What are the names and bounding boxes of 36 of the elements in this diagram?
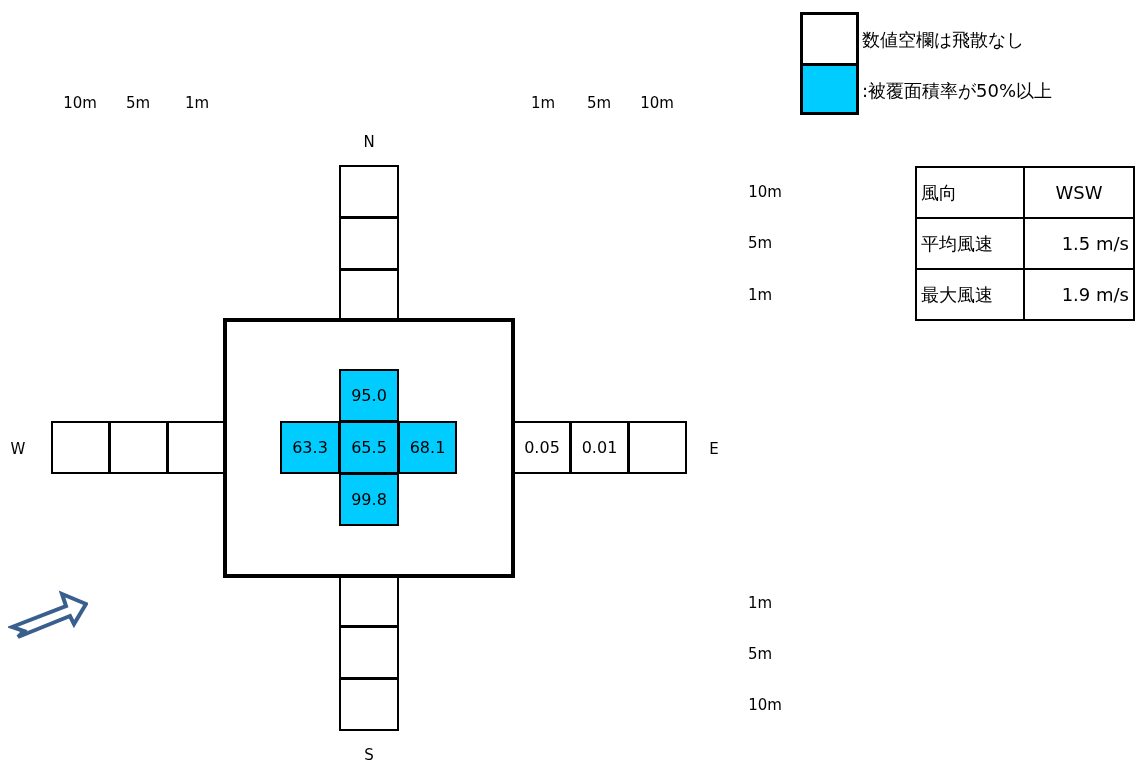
distance-label: 10m xyxy=(63,94,97,112)
empty-grid-cell xyxy=(339,217,399,270)
value-cell: 0.05 xyxy=(513,421,571,474)
legend-text: 数値空欄は飛散なし xyxy=(862,28,1024,52)
distance-label: 10m xyxy=(748,696,782,714)
empty-grid-cell xyxy=(339,269,399,320)
compass-label: W xyxy=(10,440,26,458)
value-cell: 65.5 xyxy=(339,421,399,474)
value-cell: 95.0 xyxy=(339,369,399,422)
distance-label: 1m xyxy=(530,94,556,112)
value-cell: 68.1 xyxy=(398,421,457,474)
distance-label: 1m xyxy=(184,94,210,112)
distance-label: 5m xyxy=(747,234,773,252)
table-cell: WSW xyxy=(1023,166,1135,219)
distance-label: 5m xyxy=(586,94,612,112)
compass-label: E xyxy=(709,440,719,458)
compass-label: S xyxy=(364,746,374,764)
distance-label: 5m xyxy=(747,645,773,663)
value-cell: 63.3 xyxy=(280,421,340,474)
distance-label: 10m xyxy=(640,94,674,112)
empty-grid-cell xyxy=(339,678,399,731)
compass-label: N xyxy=(363,133,375,151)
distance-label: 10m xyxy=(748,183,782,201)
distance-label: 1m xyxy=(747,286,773,304)
table-cell: 風向 xyxy=(915,166,1025,219)
distance-label: 5m xyxy=(125,94,151,112)
distance-label: 1m xyxy=(747,594,773,612)
empty-grid-cell xyxy=(339,165,399,218)
empty-grid-cell xyxy=(339,576,399,627)
value-cell: 99.8 xyxy=(339,473,399,526)
square-area-outline xyxy=(223,318,515,578)
table-cell: 1.9 m/s xyxy=(1023,268,1135,321)
value-cell: 0.01 xyxy=(570,421,629,474)
empty-grid-cell xyxy=(339,626,399,679)
legend-text: :被覆面積率が50%以上 xyxy=(862,79,1053,103)
table-cell: 最大風速 xyxy=(915,268,1025,321)
